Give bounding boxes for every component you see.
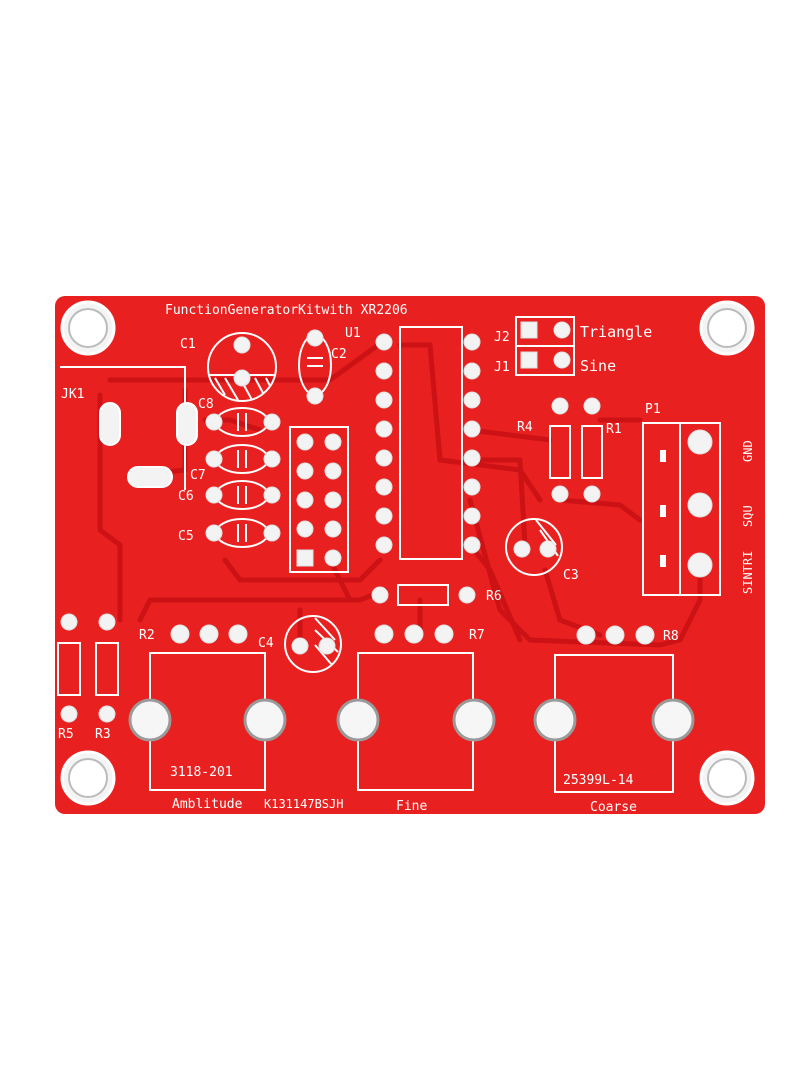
label-c6: C6 <box>178 489 194 504</box>
label-c4: C4 <box>258 636 274 651</box>
label-r6: R6 <box>486 589 502 604</box>
label-u1: U1 <box>345 326 361 341</box>
solder-pads <box>60 321 713 723</box>
label-gnd: GND <box>741 440 755 462</box>
label-r8: R8 <box>663 629 679 644</box>
label-r7: R7 <box>469 628 485 643</box>
mounting-holes <box>60 300 755 806</box>
label-c5: C5 <box>178 529 194 544</box>
label-triangle: Triangle <box>580 323 652 341</box>
label-sintri: SINTRI <box>741 551 755 594</box>
label-r3: R3 <box>95 727 111 742</box>
label-amplitude: Amblitude <box>172 797 243 812</box>
label-coarse: Coarse <box>590 800 637 815</box>
label-lot-code: K131147BSJH <box>264 797 343 811</box>
label-squ: SQU <box>741 505 755 527</box>
label-j1: J1 <box>494 360 510 375</box>
label-pot3-code: 25399L-14 <box>563 773 634 788</box>
label-p1: P1 <box>645 402 661 417</box>
label-sine: Sine <box>580 357 616 375</box>
copper-traces <box>97 337 703 648</box>
board-title: FunctionGeneratorKitwith XR2206 <box>165 303 408 318</box>
label-c3: C3 <box>563 568 579 583</box>
label-r4: R4 <box>517 420 533 435</box>
label-jk1: JK1 <box>61 387 84 402</box>
label-r2: R2 <box>139 628 155 643</box>
label-fine: Fine <box>396 799 427 814</box>
label-j2: J2 <box>494 330 510 345</box>
jack-slot-pads <box>99 402 198 488</box>
terminal-marks <box>660 450 666 567</box>
label-c1: C1 <box>180 337 196 352</box>
label-r5: R5 <box>58 727 74 742</box>
label-r1: R1 <box>606 422 622 437</box>
pot-mounting-pads <box>128 698 695 742</box>
label-c2: C2 <box>331 347 347 362</box>
label-c7: C7 <box>190 468 206 483</box>
label-c8: C8 <box>198 397 214 412</box>
label-pot1-code: 3118-201 <box>170 765 233 780</box>
